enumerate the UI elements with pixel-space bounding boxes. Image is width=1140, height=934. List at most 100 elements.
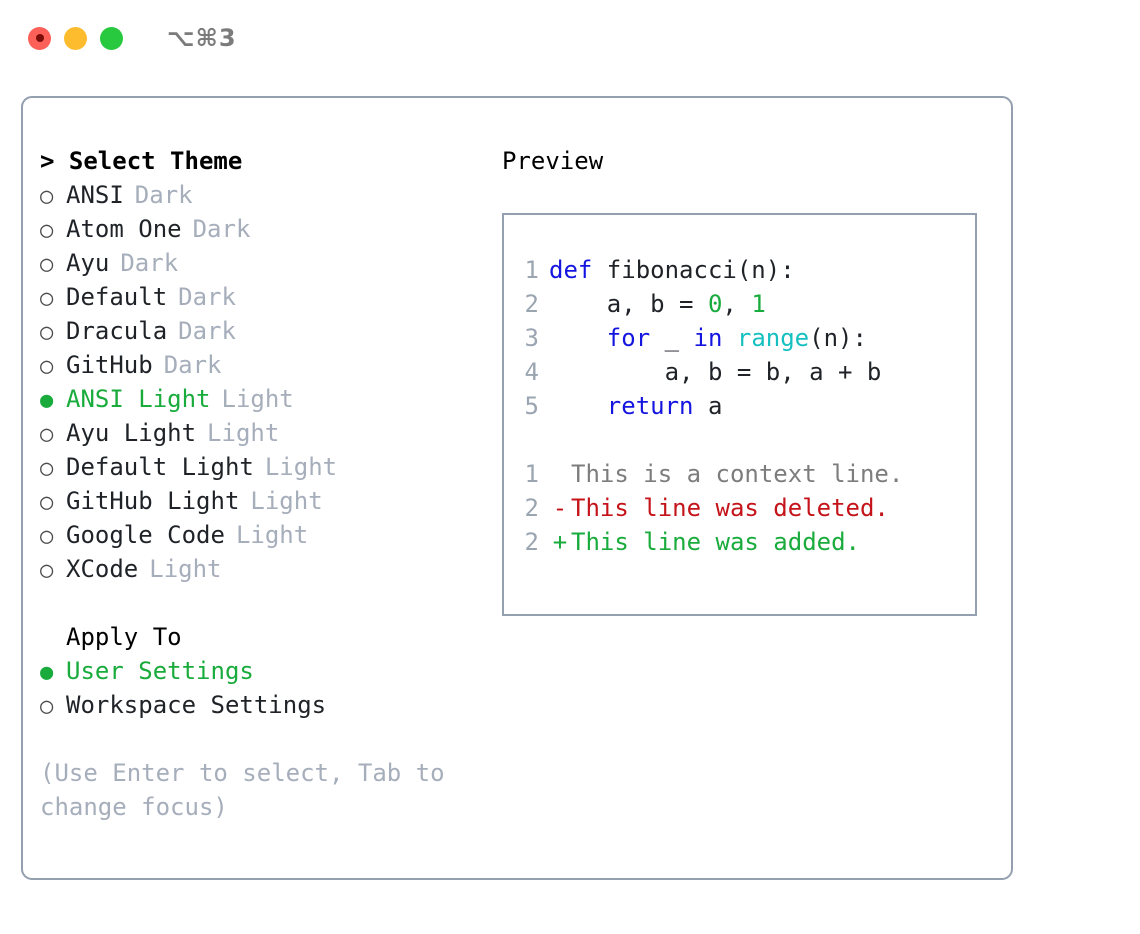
theme-option-category: Light — [149, 555, 222, 583]
code-line-text: a, b = b, a + b — [549, 355, 882, 389]
code-token-num: 0 — [707, 290, 723, 318]
theme-option-label: Default — [66, 283, 168, 311]
code-line-number: 1 — [524, 256, 539, 284]
radio-unselected-icon: ○ — [40, 286, 54, 311]
theme-option-label: Dracula — [66, 317, 168, 345]
diff-line-add: 2+This line was added. — [515, 525, 975, 559]
code-token-txt — [549, 324, 607, 352]
theme-option-label: XCode — [66, 555, 139, 583]
code-token-txt: a — [693, 392, 723, 420]
radio-unselected-icon: ○ — [40, 490, 54, 515]
code-line: 3 for _ in range(n): — [515, 321, 975, 355]
radio-unselected-icon: ○ — [40, 694, 54, 719]
diff-line-number: 2 — [524, 528, 539, 556]
preview-gap — [515, 423, 975, 457]
radio-unselected-icon: ○ — [40, 218, 54, 243]
code-line-text: a, b = 0, 1 — [549, 287, 766, 321]
theme-option-github-light[interactable]: ○ GitHub Light Light — [40, 484, 500, 518]
theme-option-label: Atom One — [66, 215, 182, 243]
theme-option-atom-one[interactable]: ○ Atom One Dark — [40, 212, 500, 246]
theme-option-dracula[interactable]: ○ Dracula Dark — [40, 314, 500, 348]
code-token-txt: fibonacci(n): — [592, 256, 795, 284]
radio-selected-icon: ● — [40, 660, 54, 685]
code-token-txt: , — [722, 290, 752, 318]
apply-to-option-label: Workspace Settings — [66, 691, 327, 719]
code-token-txt: _ — [650, 324, 694, 352]
apply-to-option-list: ● User Settings ○ Workspace Settings — [40, 654, 500, 722]
code-token-txt — [722, 324, 736, 352]
diff-marker: - — [552, 494, 568, 522]
select-theme-header: > Select Theme — [40, 147, 243, 175]
apply-to-header: Apply To — [40, 620, 500, 654]
theme-option-category: Dark — [134, 181, 193, 209]
theme-option-label: Ayu Light — [66, 419, 197, 447]
maximize-button[interactable] — [100, 26, 123, 50]
code-token-kw: def — [549, 256, 593, 284]
theme-option-ayu-light[interactable]: ○ Ayu Light Light — [40, 416, 500, 450]
close-button[interactable] — [28, 26, 51, 50]
diff-line-number: 2 — [524, 494, 539, 522]
code-token-fn: range — [736, 324, 810, 352]
theme-option-category: Dark — [120, 249, 179, 277]
code-token-txt — [549, 392, 607, 420]
theme-option-label: ANSI — [66, 181, 124, 209]
code-token-kw: in — [693, 324, 723, 352]
theme-option-category: Dark — [178, 317, 236, 345]
radio-unselected-icon: ○ — [40, 558, 54, 583]
window-titlebar: ⌥⌘3 — [0, 0, 1140, 76]
code-line: 4 a, b = b, a + b — [515, 355, 975, 389]
theme-option-label: ANSI Light — [66, 385, 211, 413]
diff-marker: + — [552, 528, 568, 556]
code-line: 5 return a — [515, 389, 975, 423]
theme-option-ansi[interactable]: ○ ANSI Dark — [40, 178, 500, 212]
theme-option-default[interactable]: ○ Default Dark — [40, 280, 500, 314]
radio-unselected-icon: ○ — [40, 524, 54, 549]
code-line-number: 2 — [524, 290, 539, 318]
diff-marker — [549, 457, 571, 491]
apply-to-option-label: User Settings — [66, 657, 254, 685]
code-line-number: 3 — [524, 324, 539, 352]
code-token-kw: for — [606, 324, 651, 352]
radio-unselected-icon: ○ — [40, 184, 54, 209]
theme-option-category: Light — [250, 487, 323, 515]
radio-unselected-icon: ○ — [40, 320, 54, 345]
theme-option-category: Dark — [163, 351, 222, 379]
theme-option-category: Light — [235, 521, 309, 549]
code-token-txt: a, b = — [549, 290, 708, 318]
radio-unselected-icon: ○ — [40, 354, 54, 379]
theme-option-category: Dark — [178, 283, 236, 311]
diff-line-ctx: 1 This is a context line. — [515, 457, 975, 491]
theme-option-category: Light — [207, 419, 280, 447]
theme-option-xcode[interactable]: ○ XCode Light — [40, 552, 500, 586]
code-token-kw: return — [606, 392, 694, 420]
theme-option-category: Light — [221, 385, 294, 413]
code-line-text: for _ in range(n): — [549, 321, 867, 355]
apply-to-option-workspace-settings[interactable]: ○ Workspace Settings — [40, 688, 500, 722]
diff-line-number: 1 — [524, 460, 539, 488]
code-line-text: def fibonacci(n): — [549, 253, 795, 287]
diff-line-text: This line was deleted. — [571, 494, 889, 522]
code-token-txt: (n): — [809, 324, 867, 352]
radio-unselected-icon: ○ — [40, 422, 54, 447]
minimize-button[interactable] — [64, 26, 87, 50]
theme-option-category: Dark — [192, 215, 251, 243]
radio-unselected-icon: ○ — [40, 456, 54, 481]
theme-option-label: GitHub Light — [66, 487, 240, 515]
section-spacer — [40, 586, 500, 620]
theme-option-category: Light — [264, 453, 338, 481]
apply-to-option-user-settings[interactable]: ● User Settings — [40, 654, 500, 688]
apply-to-header-text: Apply To — [66, 623, 182, 651]
diff-line-text: This is a context line. — [571, 460, 904, 488]
preview-title: Preview — [502, 147, 604, 175]
